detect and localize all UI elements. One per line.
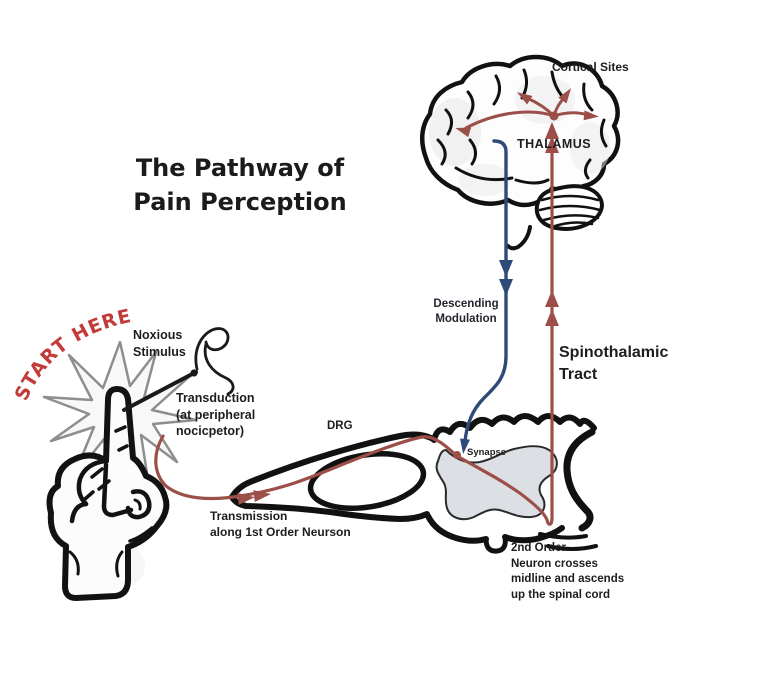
needle-icon — [122, 327, 235, 412]
label-line: Modulation — [435, 313, 497, 326]
label-line: along 1st Order Neurson — [210, 524, 351, 539]
label-line: Descending — [433, 298, 499, 310]
label-line: up the spinal cord — [511, 588, 611, 601]
label-line: midline and ascends — [511, 573, 625, 586]
label-line: Stimulus — [133, 344, 186, 359]
second-order-neuron-label: 2nd Order Neuron crosses midline and asc… — [511, 541, 624, 603]
transmission-label: Transmission along 1st Order Neurson — [210, 509, 351, 541]
first-order-neuron-line — [154, 124, 554, 526]
label-line: Tract — [559, 365, 598, 383]
label-line: Neuron crosses — [511, 557, 598, 570]
label-line: Noxious — [133, 328, 183, 342]
synapse-dot — [453, 451, 461, 459]
label-line: 2nd Order — [511, 542, 566, 554]
cortical-sites-label: Cortical Sites — [552, 60, 629, 74]
descending-modulation-label: Descending Modulation — [404, 297, 528, 327]
thalamus-label: THALAMUS — [517, 137, 592, 151]
label-line: nocicpetor) — [176, 424, 245, 438]
page-title: The Pathway of Pain Perception — [98, 152, 382, 219]
spinothalamic-tract-label: Spinothalamic Tract — [559, 342, 668, 385]
drg-label: DRG — [327, 420, 353, 432]
label-line: Transduction — [176, 391, 255, 405]
transduction-label: Transduction (at peripheral nocicpetor) — [176, 390, 255, 440]
label-line: Transmission — [210, 509, 288, 523]
hand-illustration — [46, 386, 170, 601]
descending-modulation-line — [463, 139, 508, 443]
label-line: Spinothalamic — [559, 344, 669, 361]
title-line: Pain Perception — [133, 187, 347, 216]
synapse-label: Synapse — [467, 447, 507, 458]
ascending-pathway — [154, 122, 559, 526]
cortical-arrows — [455, 88, 599, 138]
label-line: (at peripheral — [176, 407, 256, 422]
title-line: The Pathway of — [135, 154, 345, 182]
descending-pathway — [460, 139, 513, 454]
brain-illustration — [420, 54, 621, 251]
noxious-stimulus-label: Noxious Stimulus — [133, 327, 186, 360]
